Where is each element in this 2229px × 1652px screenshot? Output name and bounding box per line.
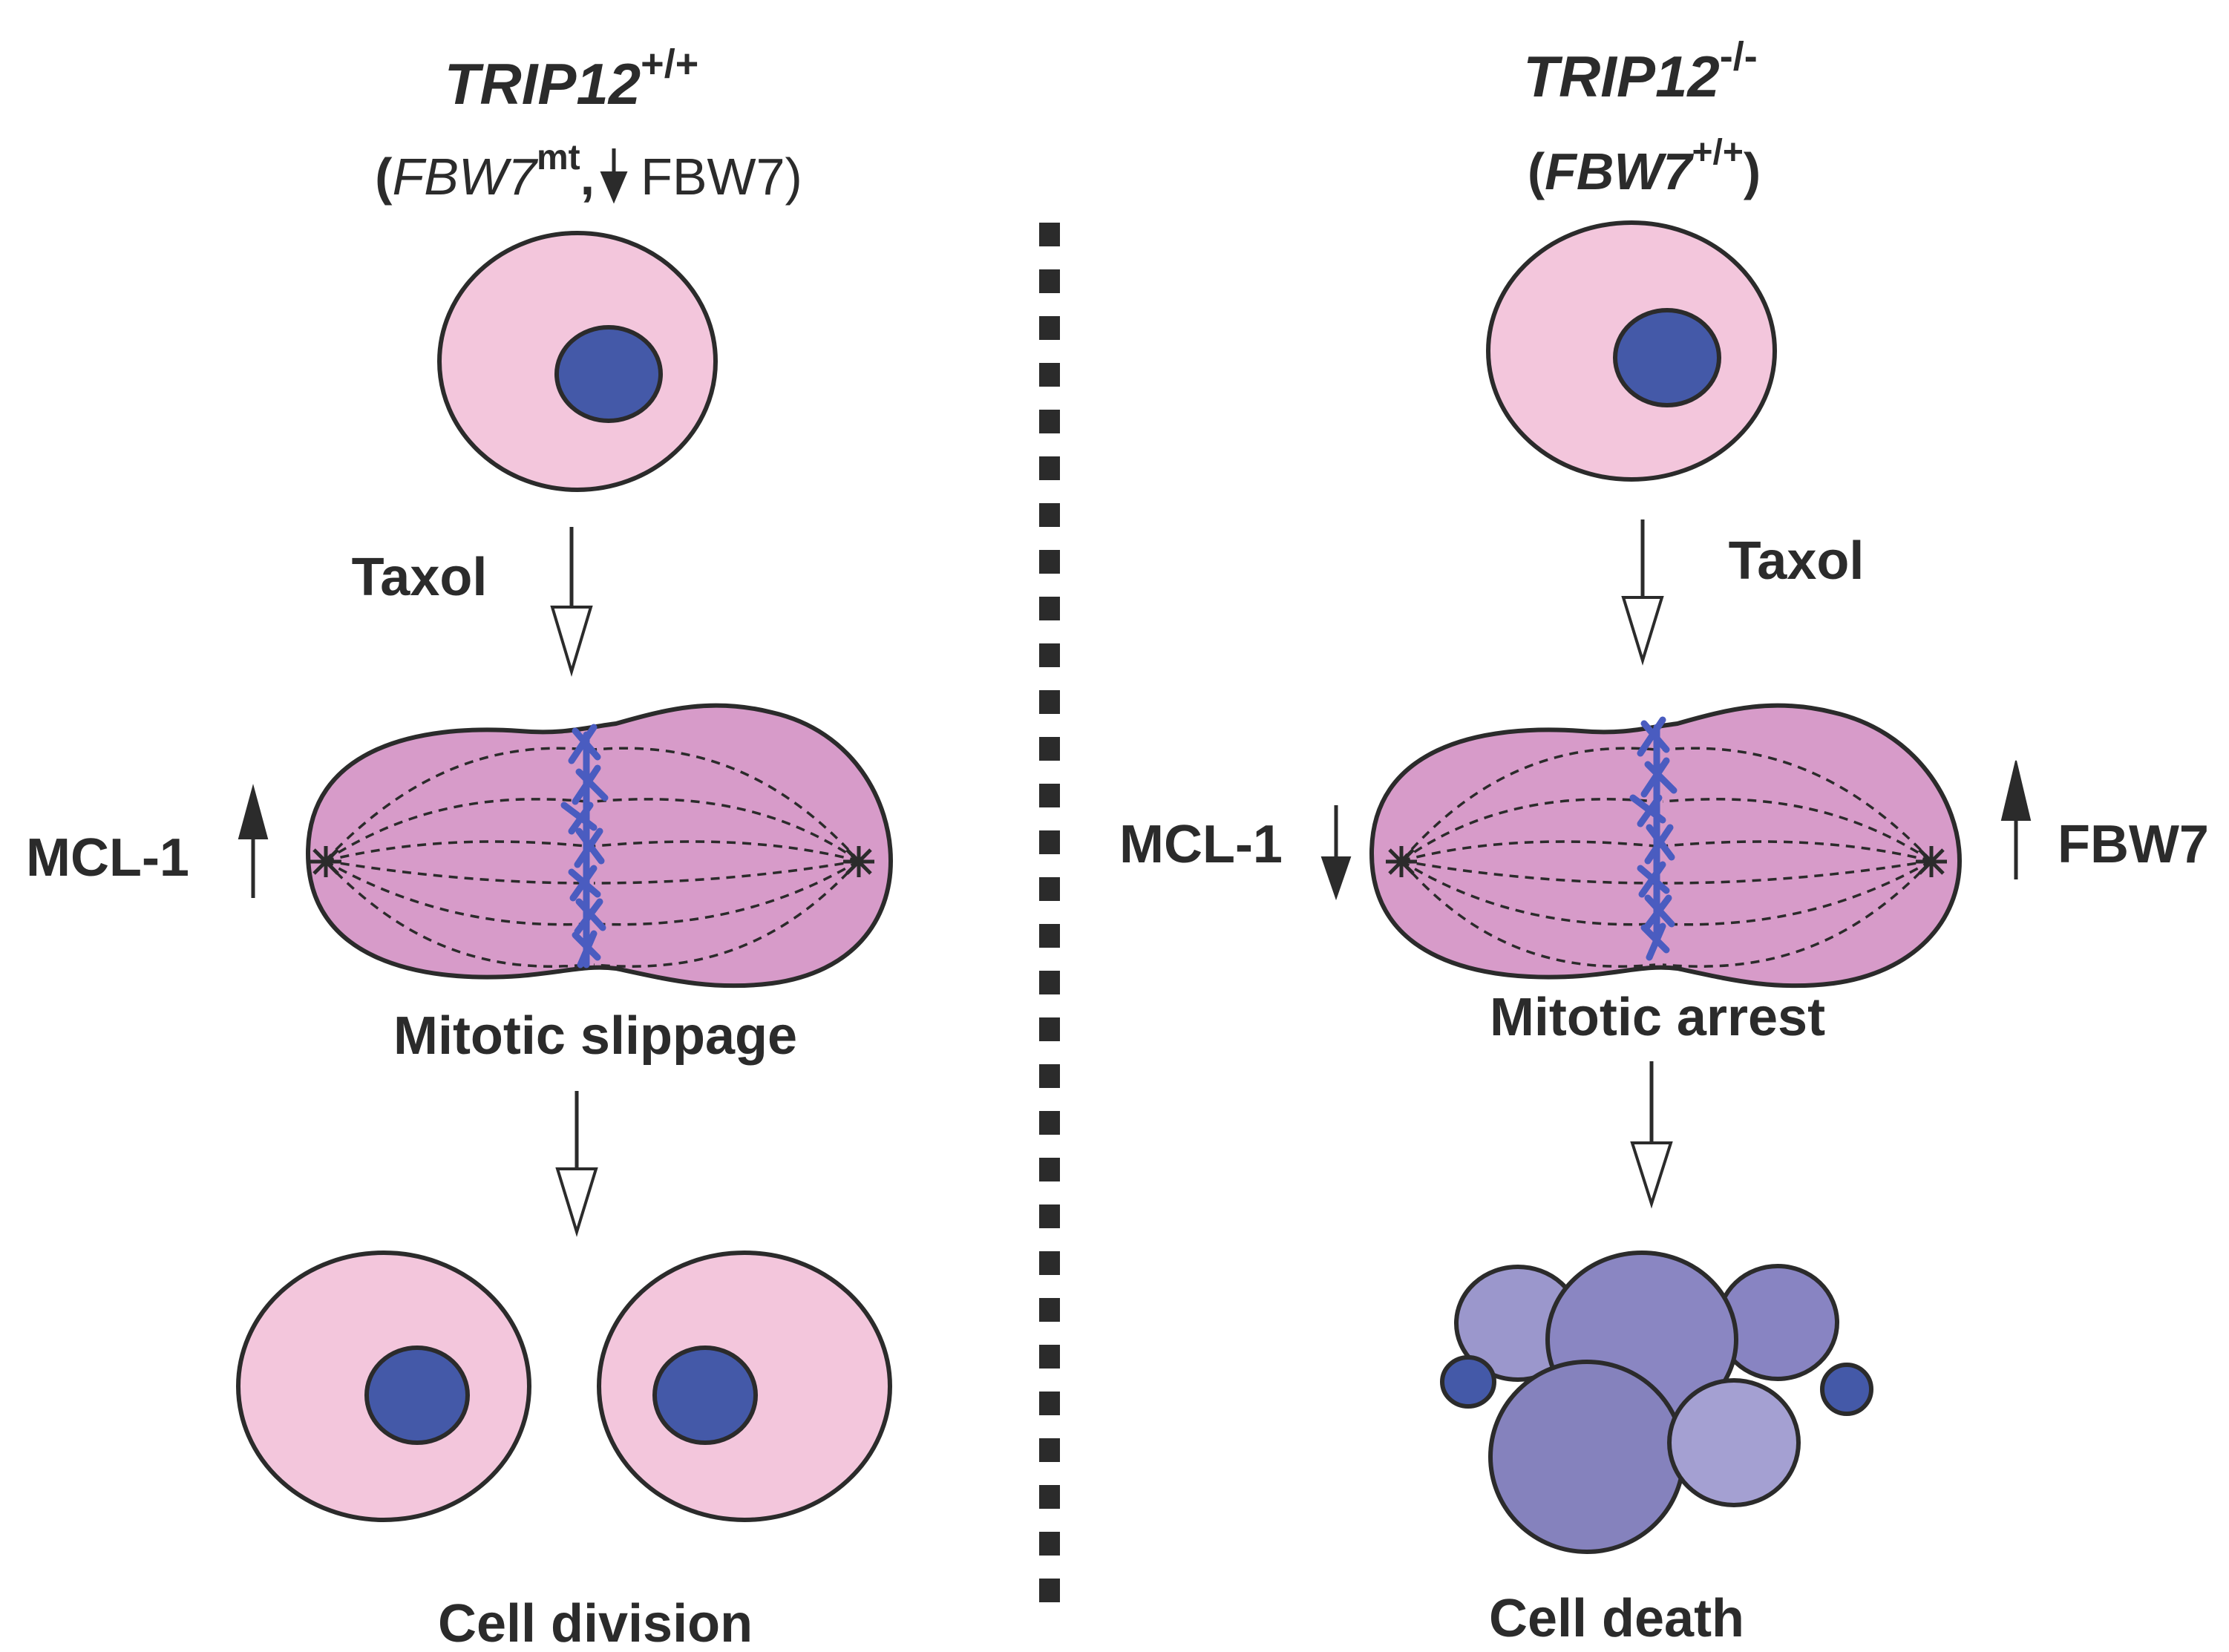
divider-dash xyxy=(1039,1438,1060,1462)
divider-dash xyxy=(1039,830,1060,854)
divider-dash xyxy=(1039,1579,1060,1602)
divider-dash xyxy=(1039,1485,1060,1509)
left-subtitle: (FBW7mt,FBW7) xyxy=(375,138,802,206)
left-chromosomes xyxy=(560,724,609,968)
divider-dash xyxy=(1039,924,1060,948)
divider-dash xyxy=(1039,1017,1060,1041)
apoptotic-body xyxy=(1667,1378,1801,1507)
left-panel: TRIP12+/+ (FBW7mt,FBW7) Taxol xyxy=(26,42,894,1652)
divider-dash xyxy=(1039,363,1060,387)
right-interphase-cell xyxy=(1486,220,1777,482)
divider-dash xyxy=(1039,877,1060,901)
right-chromosomes xyxy=(1629,716,1678,961)
left-centrosome-left-icon xyxy=(310,846,341,877)
divider-dash xyxy=(1039,1532,1060,1556)
right-centrosome-right-icon xyxy=(1916,846,1947,877)
divider-dash xyxy=(1039,1064,1060,1088)
divider-dash xyxy=(1039,316,1060,340)
panel-divider xyxy=(1039,223,1060,1602)
left-treatment-label: Taxol xyxy=(352,548,488,607)
right-mcl1-label: MCL-1 xyxy=(1119,815,1283,874)
right-arrow-1-icon xyxy=(1621,519,1664,666)
divider-dash xyxy=(1039,456,1060,480)
mcl1-increase-arrow-icon xyxy=(238,784,269,898)
divider-dash xyxy=(1039,1251,1060,1275)
divider-dash xyxy=(1039,597,1060,620)
left-mcl1-label: MCL-1 xyxy=(26,828,189,888)
divider-dash xyxy=(1039,223,1060,246)
fbw7-increase-arrow-icon xyxy=(2000,760,2032,879)
divider-dash xyxy=(1039,1392,1060,1415)
divider-dash xyxy=(1039,971,1060,994)
fbw7-decrease-arrow-icon xyxy=(600,148,628,204)
right-mitotic-cell xyxy=(1369,703,1963,989)
left-arrow-1-icon xyxy=(550,527,593,677)
right-centrosome-left-icon xyxy=(1386,846,1417,877)
divider-dash xyxy=(1039,1345,1060,1369)
divider-dash xyxy=(1039,1204,1060,1228)
right-subtitle: (FBW7+/+) xyxy=(1528,133,1761,200)
left-outcome-label: Cell division xyxy=(438,1594,753,1652)
apoptotic-fragment xyxy=(1820,1363,1873,1416)
right-fbw7-label: FBW7 xyxy=(2058,815,2209,874)
right-stage-label: Mitotic arrest xyxy=(1490,988,1825,1047)
left-mitotic-cell xyxy=(305,703,894,989)
left-stage-label: Mitotic slippage xyxy=(393,1006,797,1066)
divider-dash xyxy=(1039,550,1060,574)
left-daughter-cell-1 xyxy=(236,1251,531,1522)
right-panel: TRIP12-/- (FBW7+/+) Taxol xyxy=(1119,34,2209,1648)
divider-dash xyxy=(1039,643,1060,667)
left-title: TRIP12+/+ xyxy=(445,42,699,117)
right-treatment-label: Taxol xyxy=(1729,531,1865,591)
divider-dash xyxy=(1039,410,1060,433)
right-title: TRIP12-/- xyxy=(1523,34,1757,109)
left-arrow-2-icon xyxy=(555,1091,598,1237)
divider-dash xyxy=(1039,784,1060,807)
divider-dash xyxy=(1039,503,1060,527)
divider-dash xyxy=(1039,1298,1060,1322)
left-centrosome-right-icon xyxy=(843,846,874,877)
divider-dash xyxy=(1039,737,1060,761)
divider-dash xyxy=(1039,1111,1060,1135)
apoptotic-fragment xyxy=(1440,1355,1496,1409)
left-daughter-cell-2 xyxy=(597,1251,892,1522)
right-outcome-label: Cell death xyxy=(1489,1589,1744,1648)
right-arrow-2-icon xyxy=(1630,1061,1673,1209)
apoptotic-body xyxy=(1488,1360,1686,1554)
apoptotic-bodies xyxy=(1440,1251,1873,1554)
divider-dash xyxy=(1039,269,1060,293)
mcl1-decrease-arrow-icon xyxy=(1320,805,1352,901)
divider-dash xyxy=(1039,1158,1060,1181)
divider-dash xyxy=(1039,690,1060,714)
left-interphase-cell xyxy=(437,231,718,492)
